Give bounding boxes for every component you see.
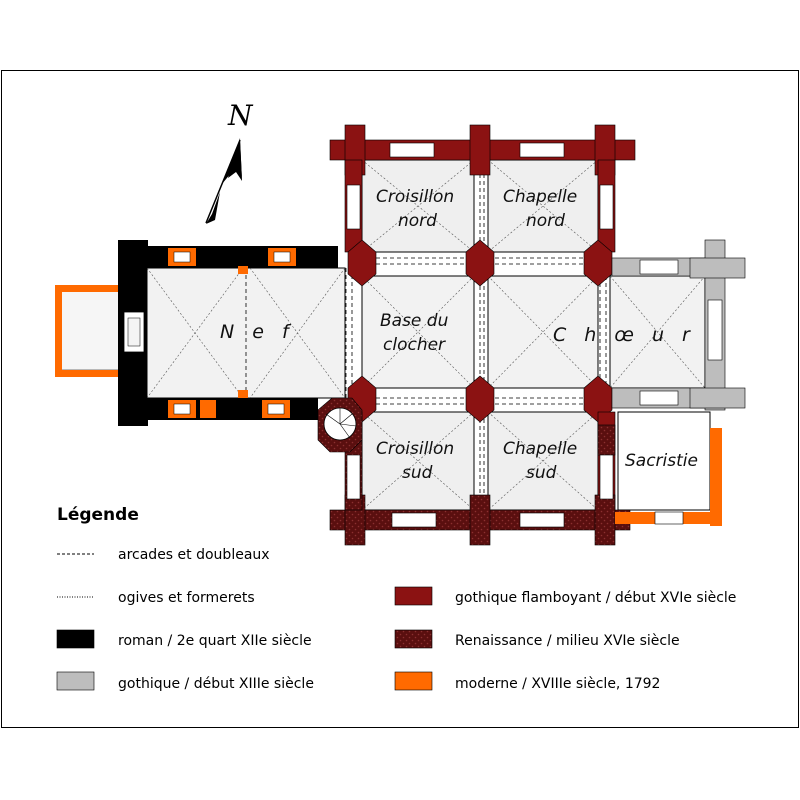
label-chapelle-nord-1: Chapelle	[503, 187, 577, 207]
label-croisillon-nord-1: Croisillon	[376, 187, 454, 207]
legend-item-roman: roman / 2e quart XIIe siècle	[118, 633, 312, 649]
legend-item-renaissance: Renaissance / milieu XVIe siècle	[455, 633, 680, 649]
legend-item-arcades: arcades et doubleaux	[118, 547, 270, 563]
label-chapelle-nord-2: nord	[526, 211, 565, 231]
nave-windows	[168, 248, 296, 418]
north-windows	[346, 142, 614, 230]
legend: Légende arcades et doubleaux ogives et f…	[56, 505, 736, 692]
label-croisillon-nord-2: nord	[398, 211, 437, 231]
label-chapelle-sud-1: Chapelle	[503, 439, 577, 459]
rib-vaults	[146, 159, 706, 511]
legend-swatch-renaissance	[394, 629, 433, 649]
legend-swatch-roman	[56, 629, 95, 649]
legend-item-ogives: ogives et formerets	[118, 590, 255, 606]
stair-turret	[317, 397, 363, 453]
legend-swatch-moderne	[394, 671, 433, 691]
label-chapelle-sud-2: sud	[526, 463, 557, 483]
label-croisillon-sud-2: sud	[402, 463, 433, 483]
south-windows	[346, 454, 614, 528]
label-choeur: C h œ u r	[553, 324, 696, 346]
porch-walls	[55, 285, 118, 377]
label-sacristie: Sacristie	[625, 451, 698, 471]
label-base-clocher-1: Base du	[380, 311, 449, 331]
north-label: N	[227, 99, 254, 132]
label-croisillon-sud-1: Croisillon	[376, 439, 454, 459]
choir-windows	[639, 259, 723, 406]
legend-swatch-gothique	[56, 671, 95, 691]
room-labels: N e f Croisillon nord Chapelle nord Base…	[220, 187, 698, 483]
legend-swatch-flamboyant	[394, 586, 433, 606]
label-base-clocher-2: clocher	[383, 335, 446, 355]
legend-item-flamboyant: gothique flamboyant / début XVIe siècle	[455, 590, 736, 606]
label-nef: N e f	[220, 321, 295, 343]
legend-item-moderne: moderne / XVIIIe siècle, 1792	[455, 676, 660, 692]
legend-item-gothique: gothique / début XIIIe siècle	[118, 676, 314, 692]
legend-title: Légende	[57, 505, 139, 525]
north-arrow-icon: N	[205, 99, 254, 224]
